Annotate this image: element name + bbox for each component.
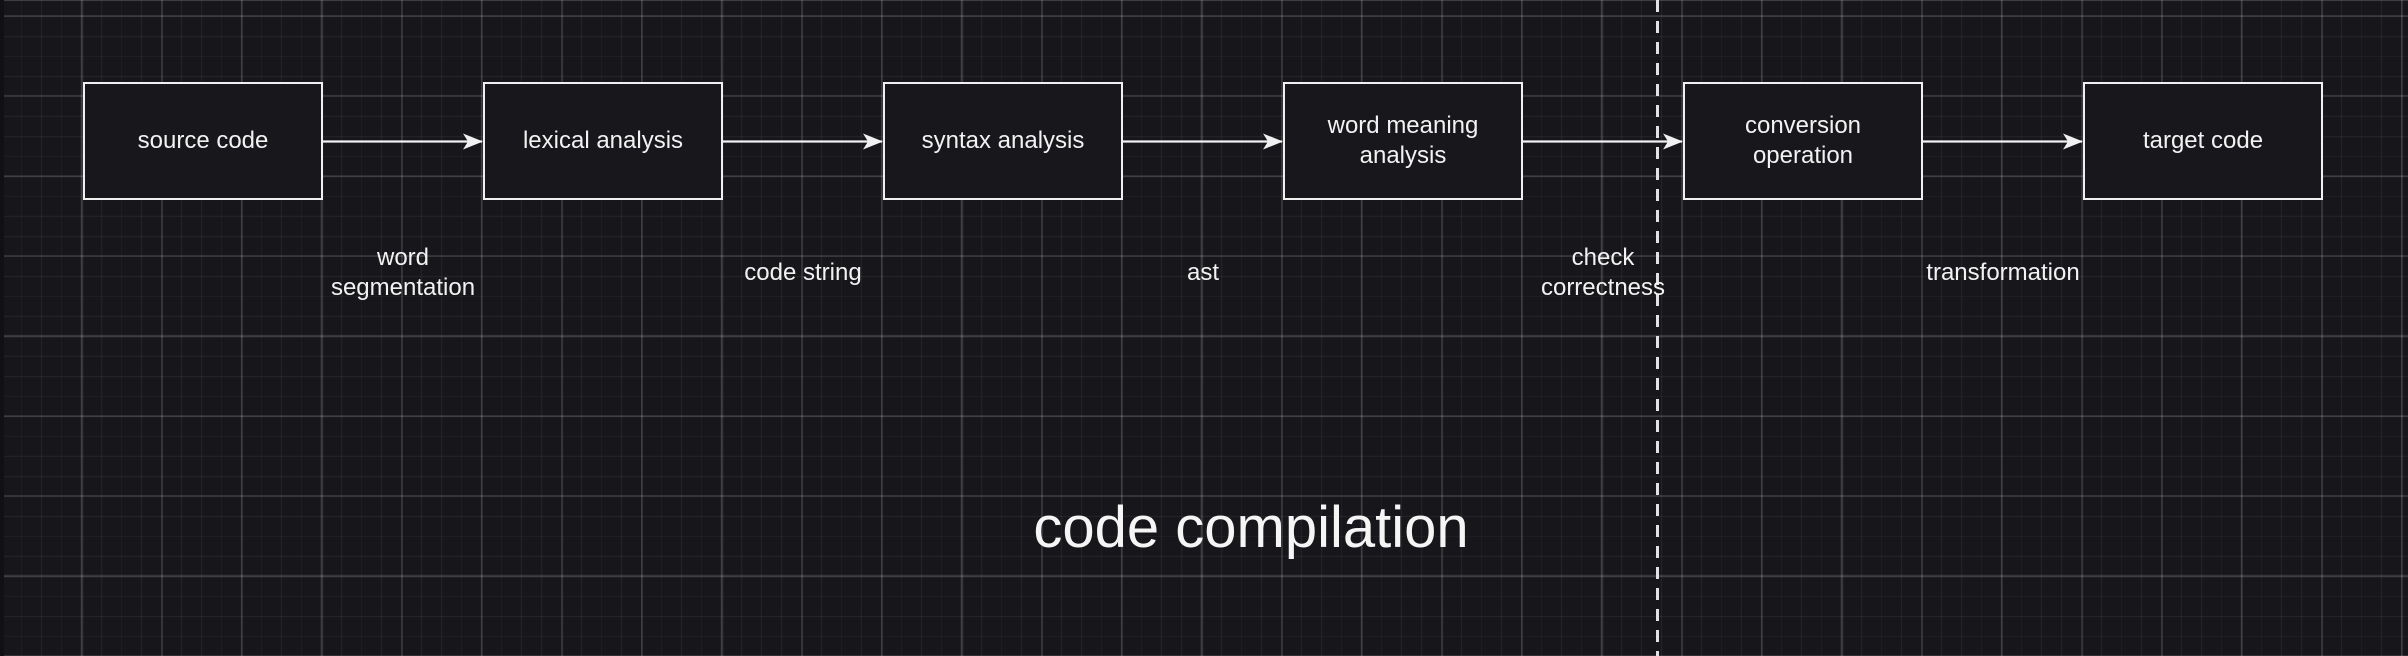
node-word-meaning-analysis[interactable]: word meaning analysis	[1283, 82, 1523, 200]
diagram-title[interactable]: code compilation	[1033, 495, 1469, 560]
node-source-code[interactable]: source code	[83, 82, 323, 200]
edge-label-code-string[interactable]: code string	[744, 259, 862, 286]
edge-label-check-correctness[interactable]: check correctness	[1540, 244, 1666, 301]
node-conversion-operation[interactable]: conversion operation	[1683, 82, 1923, 200]
canvas-left-edge	[0, 0, 4, 656]
node-target-code[interactable]: target code	[2083, 82, 2323, 200]
edge-label-ast[interactable]: ast	[1186, 259, 1220, 286]
edge-label-transformation[interactable]: transformation	[1926, 259, 2080, 286]
edge-label-word-segmentation[interactable]: word segmentation	[330, 244, 476, 301]
node-syntax-analysis[interactable]: syntax analysis	[883, 82, 1123, 200]
node-lexical-analysis[interactable]: lexical analysis	[483, 82, 723, 200]
